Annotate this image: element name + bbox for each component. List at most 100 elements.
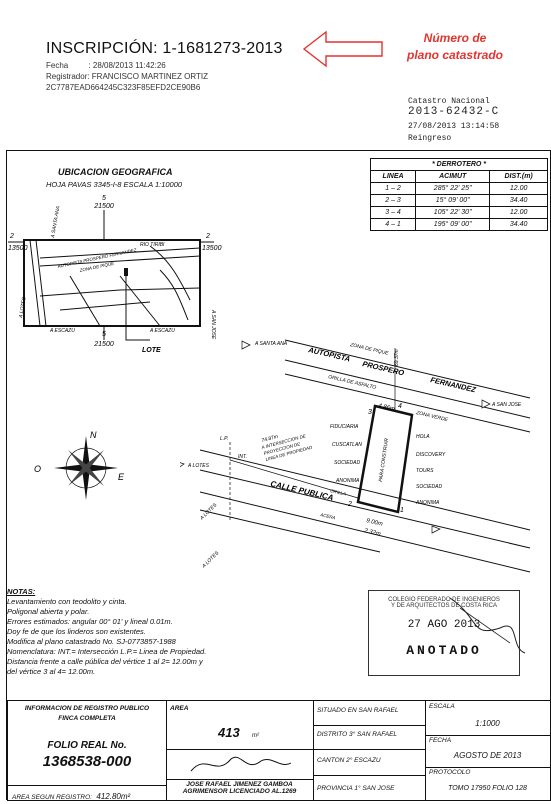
plan-autopista-1: AUTOPISTA	[307, 345, 352, 364]
map-escazu-2: A ESCAZU	[149, 328, 175, 334]
table-cell: 34.40	[489, 218, 548, 231]
catastro-date: 27/08/2013 13:14:58	[408, 122, 500, 131]
derrotero-title: * DERROTERO *	[370, 158, 548, 171]
compass-n: N	[90, 430, 97, 440]
table-cell: 2 – 3	[369, 194, 417, 207]
map-santa-ana: A SANTA ANA	[50, 205, 62, 239]
note-line: Errores estimados: angular 00° 01' y lin…	[7, 617, 173, 626]
table-cell: 15° 09' 00"	[415, 194, 491, 207]
plan-santa-ana: A SANTA ANA	[254, 341, 288, 347]
signature-scribble	[449, 597, 526, 654]
fecha-label: Fecha	[46, 61, 69, 70]
compass-o: O	[34, 464, 41, 474]
hash-code: 2C7787EAD664245C323F85EFD2CE90B6	[46, 83, 201, 92]
derrotero-header: LINEA	[369, 170, 417, 183]
meta-cell: ESCALA 1:1000 FECHA AGOSTO DE 2013 PROTO…	[425, 701, 550, 800]
fecha-value: AGOSTO DE 2013	[453, 751, 522, 760]
map-san-jose: A SAN JOSE	[210, 309, 216, 340]
owner-left: SOCIEDAD	[334, 460, 361, 466]
fecha-line: Fecha : 28/08/2013 11:42:26	[46, 61, 166, 70]
map-right-num: 2	[205, 233, 210, 240]
table-cell: 195° 09' 00"	[415, 218, 491, 231]
plan-dist-9: 9.00m	[366, 518, 384, 528]
agrimensor-license: AGRIMENSOR LICENCIADO AL.1269	[182, 788, 297, 795]
table-row: 1 – 2 285° 22' 25" 12.00	[369, 182, 548, 195]
table-cell: 105° 22' 30"	[415, 206, 491, 219]
agrimensor-name: JOSE RAFAEL JIMENEZ GAMBOA	[166, 779, 313, 788]
plan-int: INT.	[238, 454, 247, 460]
title-block: INFORMACION DE REGISTRO PUBLICO FINCA CO…	[7, 700, 551, 801]
red-arrow-icon	[302, 30, 383, 68]
owner-left: FIDUCIARIA	[330, 424, 359, 430]
catastro-label: Catastro Nacional	[408, 97, 490, 106]
table-cell: 34.40	[489, 194, 548, 207]
agrimensor-signature	[190, 756, 292, 772]
area-reg-row: AREA SEGUN REGISTRO: 412.80m²	[8, 785, 166, 801]
table-cell: 4 – 1	[369, 218, 417, 231]
catastro-number: 2013-62432-C	[408, 106, 500, 118]
plan-lotes-3: A LOTES	[200, 550, 220, 570]
vertex-4-label: 1	[400, 507, 404, 514]
ubicacion-title: UBICACION GEOGRAFICA	[58, 167, 173, 177]
owner-right: SOCIEDAD	[416, 484, 443, 490]
vertex-2-label: 3	[368, 409, 372, 416]
plan-dist-int: 74.87m	[261, 434, 279, 444]
owner-right: DISCOVERY	[416, 452, 446, 458]
plan-zona-pique: ZONA DE PIQUE	[349, 342, 390, 357]
notes-block: NOTAS: Levantamiento con teodolito y cin…	[7, 587, 362, 677]
protocolo-label: PROTOCOLO	[429, 769, 471, 776]
stamp-anotado: ANOTADO	[406, 643, 482, 658]
fecha-value: : 28/08/2013 11:42:26	[88, 61, 166, 70]
inscripcion-title: INSCRIPCIÓN: 1-1681273-2013	[46, 40, 283, 57]
catastro-status: Reingreso	[408, 134, 452, 143]
note-line1: Número de	[423, 31, 487, 45]
map-bot-num: 5	[102, 331, 106, 338]
map-rio: RIO TIRIBI	[140, 242, 165, 248]
site-plan: A SANTA ANA AUTOPISTA PROSPERO FERNANDEZ…	[180, 339, 531, 573]
plan-orilla: ORILLA DE ASFALTO	[328, 374, 377, 391]
table-cell: 3 – 4	[369, 206, 417, 219]
map-left-val: 13500	[8, 245, 28, 252]
note-line: Distancia frente a calle pública del vér…	[7, 657, 203, 666]
vertex-1-label: 4	[398, 403, 402, 410]
map-top-num: 5	[102, 195, 106, 202]
plan-dist-top: 4.86m	[378, 403, 396, 413]
owner-left: CUSCATLAN	[332, 442, 362, 448]
derrotero-header: ACIMUT	[415, 170, 491, 183]
vertex-3-label: 2	[347, 501, 352, 508]
plan-dist-232: 2.32m	[363, 528, 382, 538]
lot-label: PARA CONSTRUIR	[378, 437, 390, 482]
registrador: Registrador: FRANCISCO MARTINEZ ORTIZ	[46, 72, 208, 81]
owner-right: HOLA	[416, 434, 430, 440]
area-unit: m²	[252, 733, 259, 739]
note-line: Nomenclatura: INT.= Intersección L.P.= L…	[7, 647, 207, 656]
registro-cell: INFORMACION DE REGISTRO PUBLICO FINCA CO…	[8, 701, 167, 801]
owner-left: ANONIMA	[335, 478, 360, 484]
stamp-line1: COLEGIO FEDERADO DE INGENIEROS	[388, 597, 500, 603]
derrotero-table: * DERROTERO * LINEA ACIMUT DIST.(m) 1 – …	[369, 158, 548, 231]
notes-title: NOTAS:	[7, 587, 36, 596]
map-frame	[23, 239, 201, 327]
fecha-label: FECHA	[429, 737, 452, 744]
protocolo-value: TOMO 17950 FOLIO 128	[448, 785, 527, 792]
hoja-escala: HOJA PAVAS 3345-I-8 ESCALA 1:10000	[46, 180, 183, 189]
table-cell: 12.00	[489, 182, 548, 195]
escala-value: 1:1000	[475, 719, 500, 728]
derrotero-header: DIST.(m)	[489, 170, 548, 183]
owner-right: TOURS	[416, 468, 434, 474]
lote-marker	[124, 268, 128, 276]
finca-label: FINCA COMPLETA	[58, 715, 116, 722]
plan-lp: L.P.	[220, 436, 228, 442]
plan-autopista-3: FERNANDEZ	[430, 375, 477, 394]
compass-e: E	[118, 472, 125, 482]
map-lote-label: LOTE	[142, 347, 161, 354]
location-map: 5 21500 2 13500 2 13500 5 21500 LOTE A S…	[8, 195, 222, 354]
plan-dist-side: 69.37m	[394, 349, 400, 366]
note-line: Doy fe de que los linderos son existente…	[7, 627, 146, 636]
table-cell: 285° 22' 25"	[415, 182, 491, 195]
escala-label: ESCALA	[429, 703, 455, 710]
map-escazu-1: A ESCAZU	[49, 328, 75, 334]
table-cell: 1 – 2	[369, 182, 417, 195]
stamp-line2: Y DE ARQUITECTOS DE COSTA RICA	[390, 603, 498, 609]
area-cell: AREA 413 m² JOSE RAFAEL JIMENEZ GAMBOA A…	[166, 701, 314, 800]
